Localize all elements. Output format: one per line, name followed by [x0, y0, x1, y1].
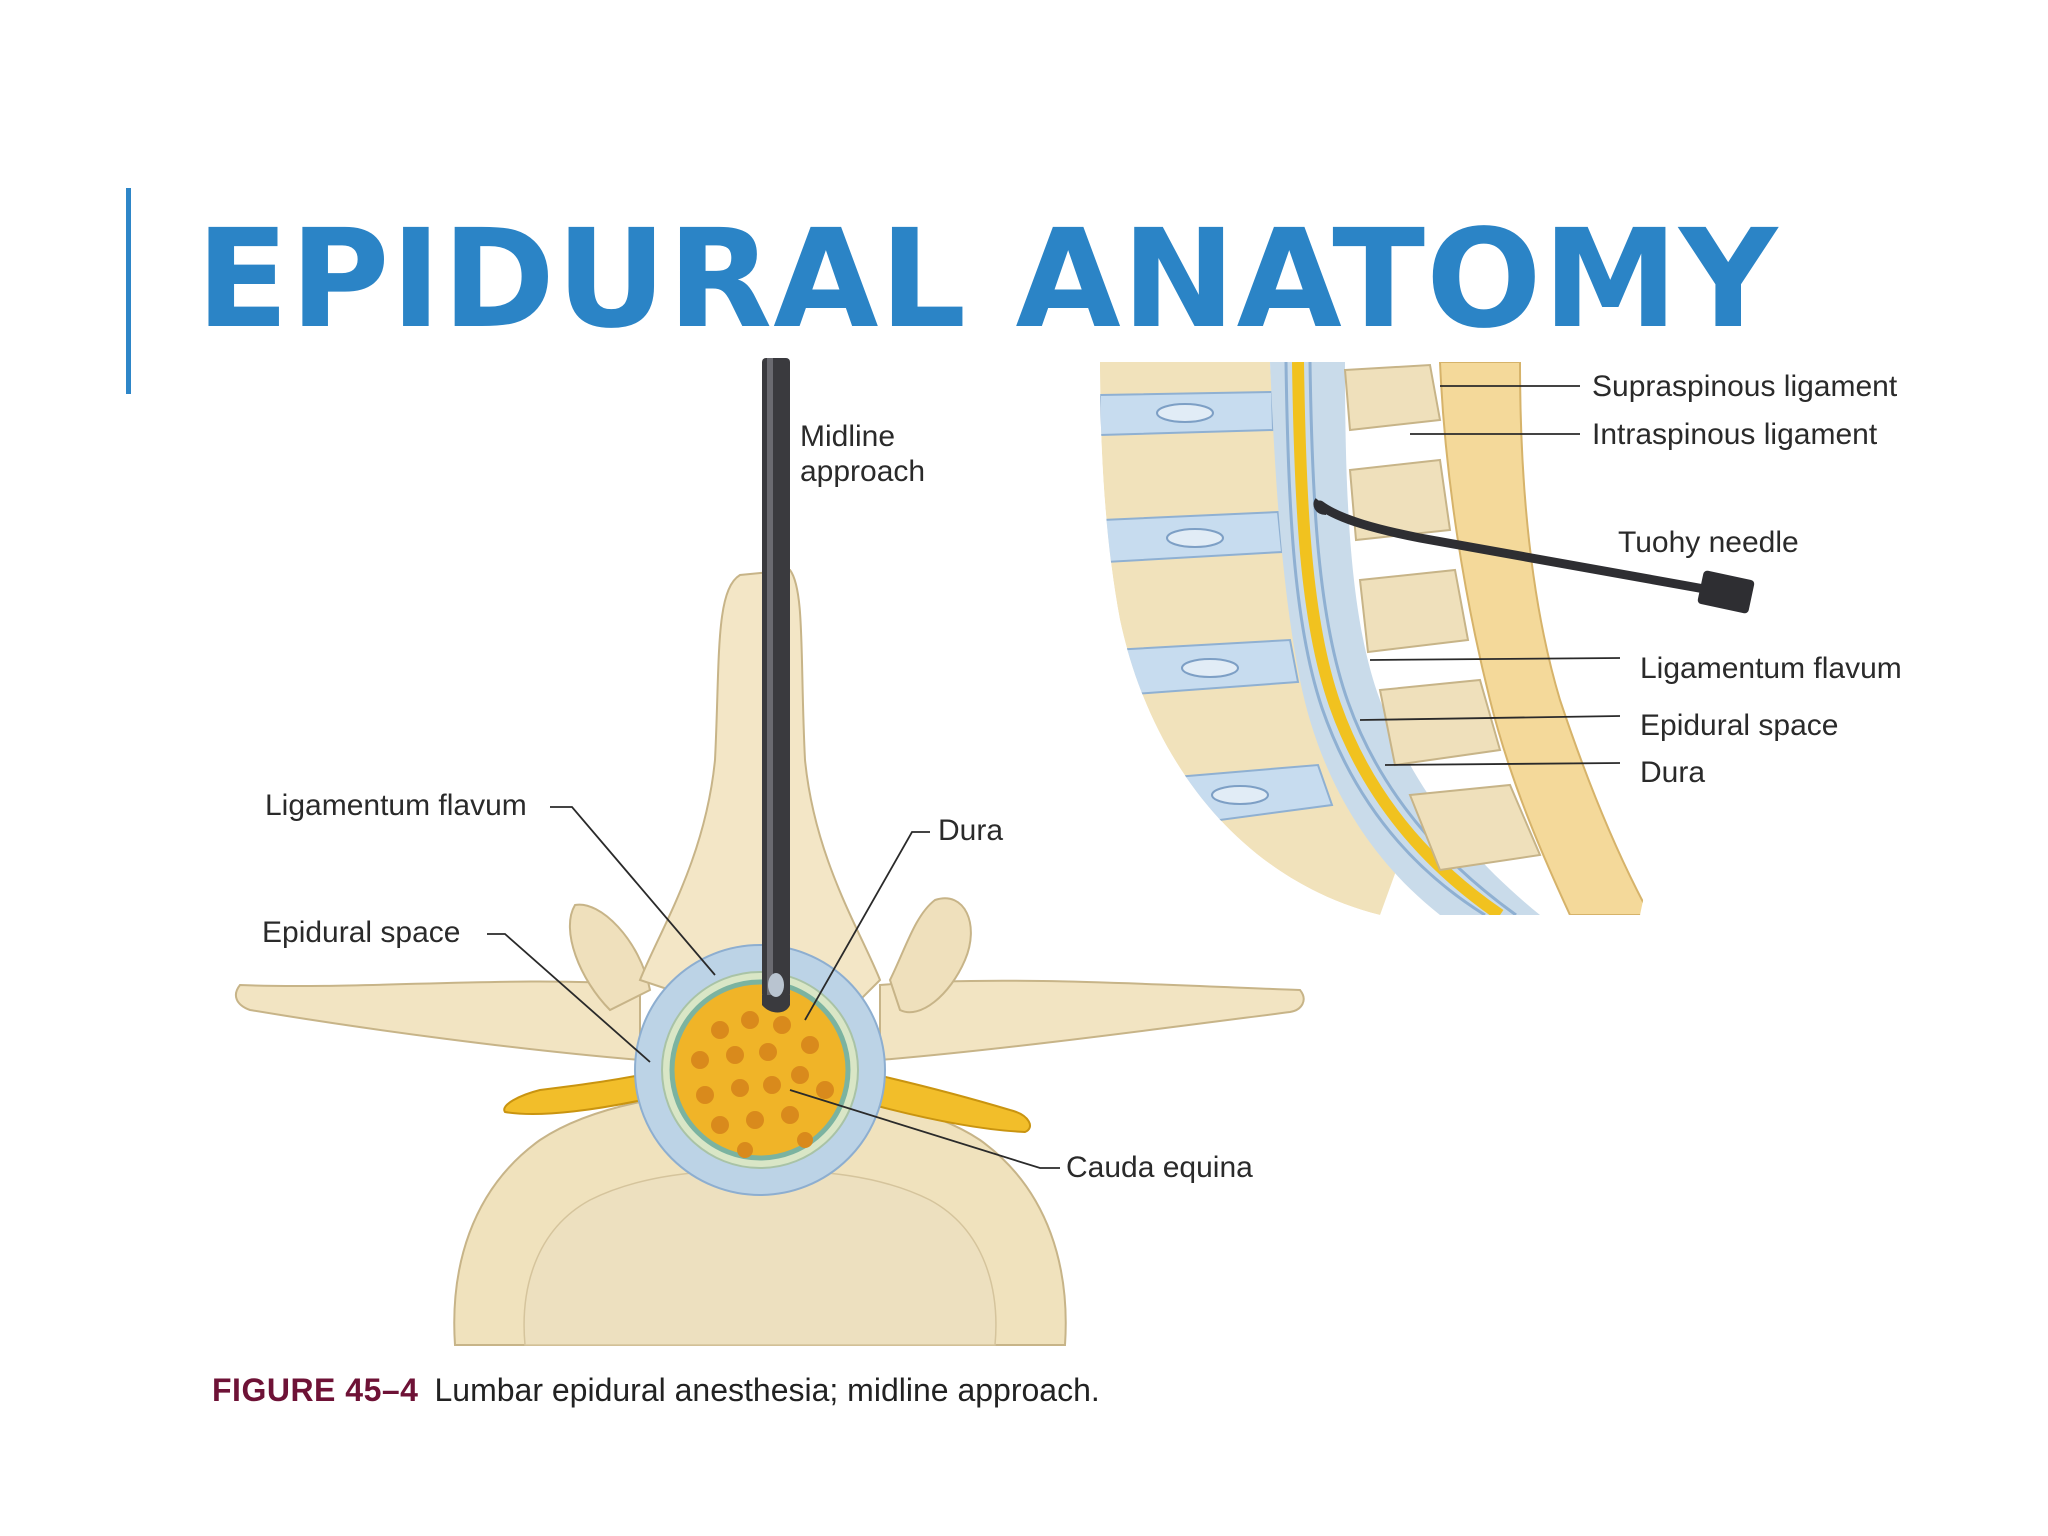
right-transverse-process	[879, 979, 1305, 1062]
left-epidural-space-label: Epidural space	[262, 916, 460, 949]
tuohy-needle-label: Tuohy needle	[1618, 526, 1799, 559]
slide-title: EPIDURAL ANATOMY	[196, 201, 1779, 359]
left-leader-lines	[487, 806, 1060, 1169]
left-dura-label: Dura	[938, 814, 1003, 847]
midline-approach-label-2: approach	[800, 455, 925, 488]
intraspinous-ligament-label: Intraspinous ligament	[1592, 418, 1878, 451]
cauda-equina-label: Cauda equina	[1066, 1151, 1253, 1184]
left-articular-process	[568, 903, 652, 1012]
right-dura-label: Dura	[1640, 756, 1705, 789]
supraspinous-band	[1438, 362, 1652, 915]
right-articular-process	[888, 897, 972, 1013]
spinous-process-and-lamina	[638, 568, 882, 1001]
cauda-equina-roots	[691, 1011, 834, 1158]
sagittal-spine-view	[1100, 362, 1670, 915]
figure-number: FIGURE 45–4	[212, 1372, 419, 1408]
right-epidural-space-label: Epidural space	[1640, 709, 1838, 742]
right-nerve-root	[854, 1068, 1031, 1134]
tuohy-needle	[1313, 498, 1755, 614]
axial-vertebra-view	[234, 358, 1305, 1346]
left-ligamentum-flavum-label: Ligamentum flavum	[265, 789, 527, 822]
dura-line	[1292, 362, 1504, 915]
midline-approach-label-1: Midline	[800, 420, 895, 453]
supraspinous-ligament-label: Supraspinous ligament	[1592, 370, 1898, 403]
spinous-processes	[1343, 363, 1542, 872]
left-nerve-root	[503, 1068, 666, 1116]
ligament-layer	[1270, 362, 1540, 915]
right-leader-lines	[1359, 385, 1621, 766]
title-accent-bar	[126, 188, 131, 394]
dura-sac	[669, 979, 851, 1161]
right-ligamentum-flavum-label: Ligamentum flavum	[1640, 652, 1902, 685]
figure-caption: FIGURE 45–4 Lumbar epidural anesthesia; m…	[212, 1372, 1100, 1409]
midline-needle	[762, 358, 790, 1013]
figure-caption-text: Lumbar epidural anesthesia; midline appr…	[434, 1372, 1100, 1408]
left-transverse-process	[234, 980, 641, 1062]
